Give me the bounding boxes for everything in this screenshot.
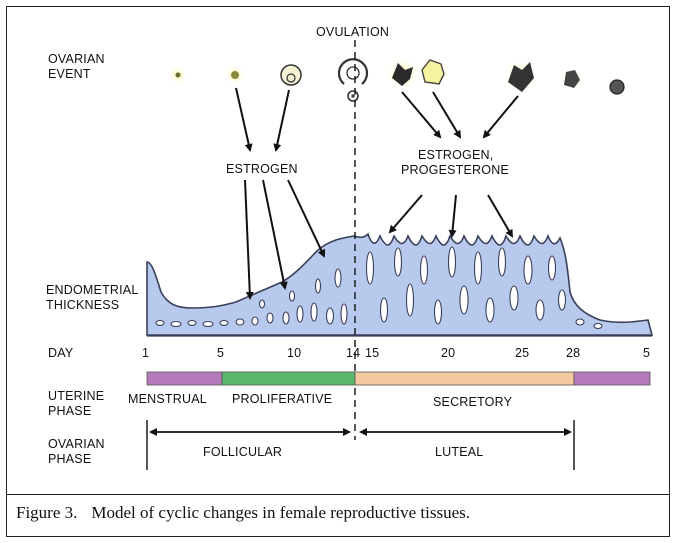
day-tick-5: 5 — [217, 346, 224, 361]
endometrial-thickness-label-line2: THICKNESS — [46, 298, 119, 313]
ovulation-label: OVULATION — [316, 25, 389, 40]
caption-divider — [6, 494, 670, 495]
follicular-label: FOLLICULAR — [203, 445, 282, 460]
ovarian-phase-label-line1: OVARIAN — [48, 437, 105, 452]
proliferative-bar — [222, 372, 355, 385]
day-tick-28: 28 — [566, 346, 580, 361]
day-tick-15: 15 — [365, 346, 379, 361]
day-tick-14: 14 — [346, 346, 360, 361]
uterine-phase-label-line2: PHASE — [48, 404, 91, 419]
next-menstrual-bar — [574, 372, 650, 385]
estrogen-progesterone-label-line2: PROGESTERONE — [401, 163, 509, 178]
day-tick-20: 20 — [441, 346, 455, 361]
day-label: DAY — [48, 346, 73, 361]
figure-caption: Figure 3. Model of cyclic changes in fema… — [16, 503, 470, 523]
ovarian-event-label-line1: OVARIAN — [48, 52, 105, 67]
day-tick-next-5: 5 — [643, 346, 650, 361]
luteal-label: LUTEAL — [435, 445, 483, 460]
mature-follicle-icon — [339, 59, 367, 84]
day-tick-25: 25 — [515, 346, 529, 361]
estrogen-progesterone-label-line1: ESTROGEN, — [418, 148, 493, 163]
menstrual-bar — [147, 372, 222, 385]
ovarian-phase-label-line2: PHASE — [48, 452, 91, 467]
primary-follicle-icon — [231, 71, 239, 79]
day-tick-1: 1 — [142, 346, 149, 361]
endometrial-thickness-label-line1: ENDOMETRIAL — [46, 283, 139, 298]
primordial-follicle-icon — [176, 73, 181, 78]
proliferative-label: PROLIFERATIVE — [232, 392, 332, 407]
uterine-phase-label-line1: UTERINE — [48, 389, 104, 404]
estrogen-label: ESTROGEN — [226, 162, 298, 177]
ovarian-event-label-line2: EVENT — [48, 67, 91, 82]
figure-caption-text: Model of cyclic changes in female reprod… — [91, 503, 470, 522]
corpus-albicans-icon — [610, 80, 624, 94]
menstrual-label: MENSTRUAL — [128, 392, 207, 407]
day-tick-10: 10 — [287, 346, 301, 361]
figure-number: Figure 3. — [16, 503, 77, 522]
secretory-bar — [355, 372, 574, 385]
secretory-label: SECRETORY — [433, 395, 512, 410]
